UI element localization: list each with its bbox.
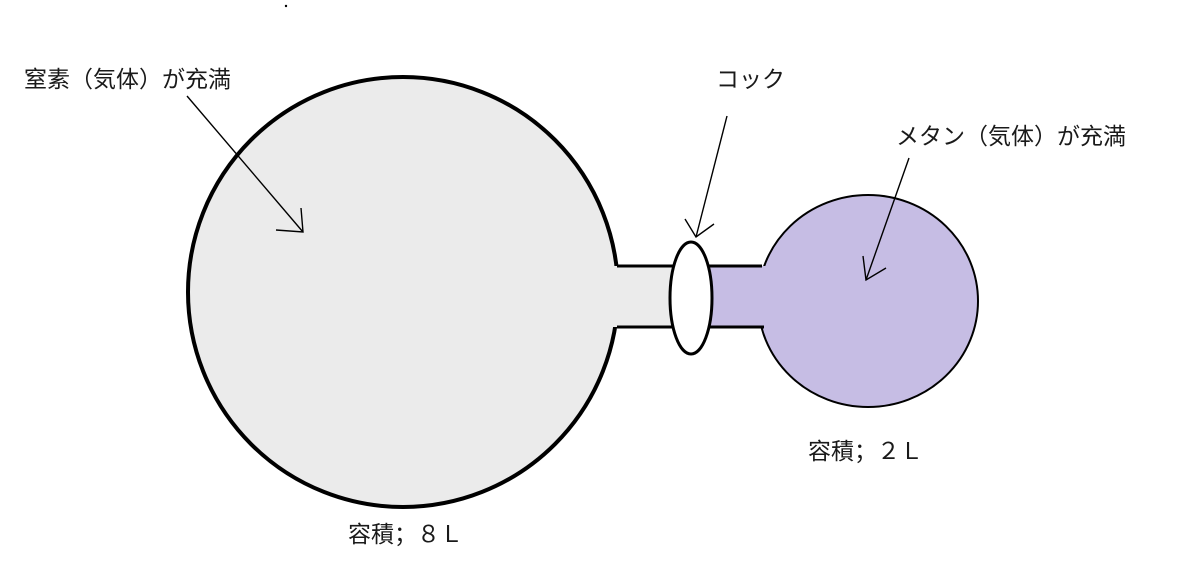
nitrogen-label: 窒素（気体）が充満 [24, 67, 231, 93]
small-flask [700, 194, 979, 408]
connecting-tube [617, 264, 764, 329]
arrows [186, 95, 910, 282]
large-volume-label: 容積；８Ｌ [348, 522, 463, 548]
stopcock [668, 240, 714, 356]
large-flask-body [186, 75, 620, 509]
arrow-nitrogen [186, 95, 304, 233]
stray-dot [284, 4, 288, 8]
arrow-methane [862, 157, 910, 282]
cock-label: コック [716, 67, 785, 93]
small-volume-label: 容積；２Ｌ [808, 439, 923, 465]
methane-label: メタン（気体）が充満 [896, 124, 1126, 150]
large-flask [186, 75, 687, 509]
arrow-cock [684, 115, 728, 239]
small-flask-body [757, 194, 979, 408]
